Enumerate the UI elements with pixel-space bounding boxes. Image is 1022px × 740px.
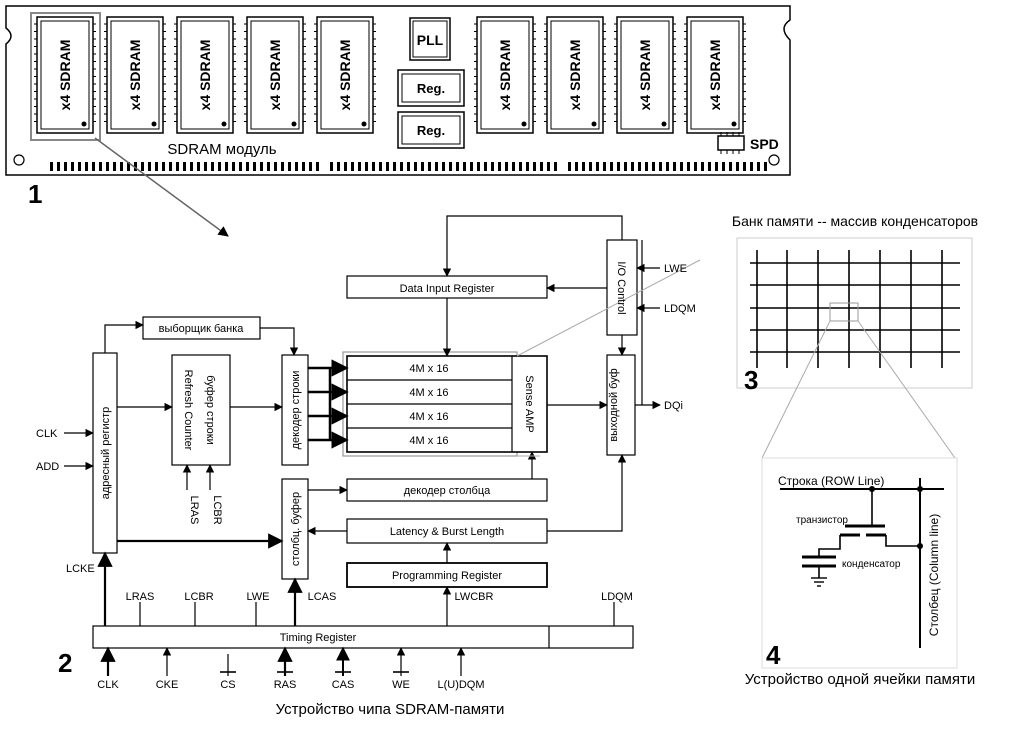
sdram-chip: x4 SDRAM [244,16,306,134]
sdram-chip: x4 SDRAM [684,16,746,134]
column-buffer-label: столбц. буфер [290,492,302,566]
memory-array-label: 4M x 16 [409,363,448,375]
reg-label: Reg. [417,81,445,96]
bank-selector-label: выборщик банка [159,323,245,335]
reg-label: Reg. [417,123,445,138]
lcke-label: LCKE [66,563,95,575]
bottom-signal-label: CKE [156,679,179,691]
bottom-signal-label: WE [392,679,410,691]
memory-array-label: 4M x 16 [409,411,448,423]
bottom-signal-label: CLK [97,679,119,691]
pll-label: PLL [417,32,444,48]
row-buffer-label: буфер строки [204,375,216,445]
sdram-chip-label: x4 SDRAM [267,40,283,111]
lwcbr-label: LWCBR [455,591,494,603]
bank-caption: Банк памяти -- массив конденсаторов [732,213,978,229]
memory-array-label: 4M x 16 [409,435,448,447]
lcbr-timing-label: LCBR [184,591,213,603]
data-input-register-label: Data Input Register [400,283,495,295]
add-input-label: ADD [36,461,59,473]
edge-connector-pins [50,162,767,171]
sdram-module: x4 SDRAM x4 SDRAM x4 SDRAM x4 SDRAM x4 SDRAM… [5,5,791,176]
sense-amp-label: Sense AMP [523,375,535,432]
section-number-1: 1 [28,179,42,209]
bottom-signal-label: CAS [332,679,355,691]
programming-register-label: Programming Register [392,570,502,582]
timing-register-label: Timing Register [280,632,357,644]
sdram-chip-label: x4 SDRAM [567,40,583,111]
module-title: SDRAM модуль [167,141,276,158]
dqi-label: DQi [664,400,683,412]
chip-block-diagram [64,215,701,676]
ldqm-label: LDQM [664,303,696,315]
sdram-chip-label: x4 SDRAM [197,40,213,111]
chip-caption: Устройство чипа SDRAM-памяти [276,701,505,718]
section-number-3: 3 [744,365,758,395]
memory-cell-panel: Строка (ROW Line) транзистор конденсатор… [761,457,958,669]
memory-array-label: 4M x 16 [409,387,448,399]
bottom-signal-label: RAS [274,679,297,691]
sdram-chip: x4 SDRAM [314,16,376,134]
lras-timing-label: LRAS [126,591,155,603]
column-decoder-label: декодер столбца [404,485,491,497]
bottom-signal-label: CS [220,679,235,691]
register-chip: Reg. [397,69,465,107]
column-line-label: Столбец (Column line) [927,514,941,636]
address-register-label: адресный регистр [100,407,112,500]
sdram-chip-row: x4 SDRAM x4 SDRAM x4 SDRAM x4 SDRAM x4 SDRAM… [34,16,746,134]
bottom-signal-label: L(U)DQM [437,679,484,691]
bank-grid-panel [736,237,973,459]
sdram-chip-label: x4 SDRAM [57,40,73,111]
sdram-chip-label: x4 SDRAM [707,40,723,111]
section-number-4: 4 [766,640,781,670]
output-buffer-label: выходной буф [608,368,620,441]
sdram-chip-label: x4 SDRAM [497,40,513,111]
refresh-counter-label: Refresh Counter [182,370,194,451]
register-chip: Reg. [397,111,465,149]
transistor-label: транзистор [796,515,848,526]
pll-chip: PLL [409,17,451,61]
sdram-chip: x4 SDRAM [174,16,236,134]
capacitor-label: конденсатор [842,559,901,570]
spd-chip: SPD [717,132,779,154]
clk-input-label: CLK [36,428,58,440]
io-control-label: I/O Control [615,261,627,314]
sdram-chip-label: x4 SDRAM [637,40,653,111]
ldqm-timing-label: LDQM [601,591,633,603]
lcas-label: LCAS [308,591,337,603]
row-decoder-label: декодер строки [290,371,302,450]
sdram-chip-label: x4 SDRAM [127,40,143,111]
sdram-chip: x4 SDRAM [104,16,166,134]
sdram-chip: x4 SDRAM [614,16,676,134]
latency-burst-label: Latency & Burst Length [390,526,504,538]
sdram-chip: x4 SDRAM [34,16,96,134]
lcbr-label: LCBR [211,495,223,524]
sdram-chip-label: x4 SDRAM [337,40,353,111]
section-number-2: 2 [58,648,72,678]
lwe-timing-label: LWE [246,591,269,603]
cell-caption: Устройство одной ячейки памяти [745,671,976,688]
lwe-label: LWE [664,263,687,275]
sdram-chip: x4 SDRAM [474,16,536,134]
lras-label: LRAS [188,496,200,525]
spd-label: SPD [750,136,779,152]
row-line-label: Строка (ROW Line) [778,474,884,488]
sdram-chip: x4 SDRAM [544,16,606,134]
zoom-arrow [94,137,229,237]
chip-block-labels: Data Input Register I/O Control LWE LDQM… [36,261,696,718]
